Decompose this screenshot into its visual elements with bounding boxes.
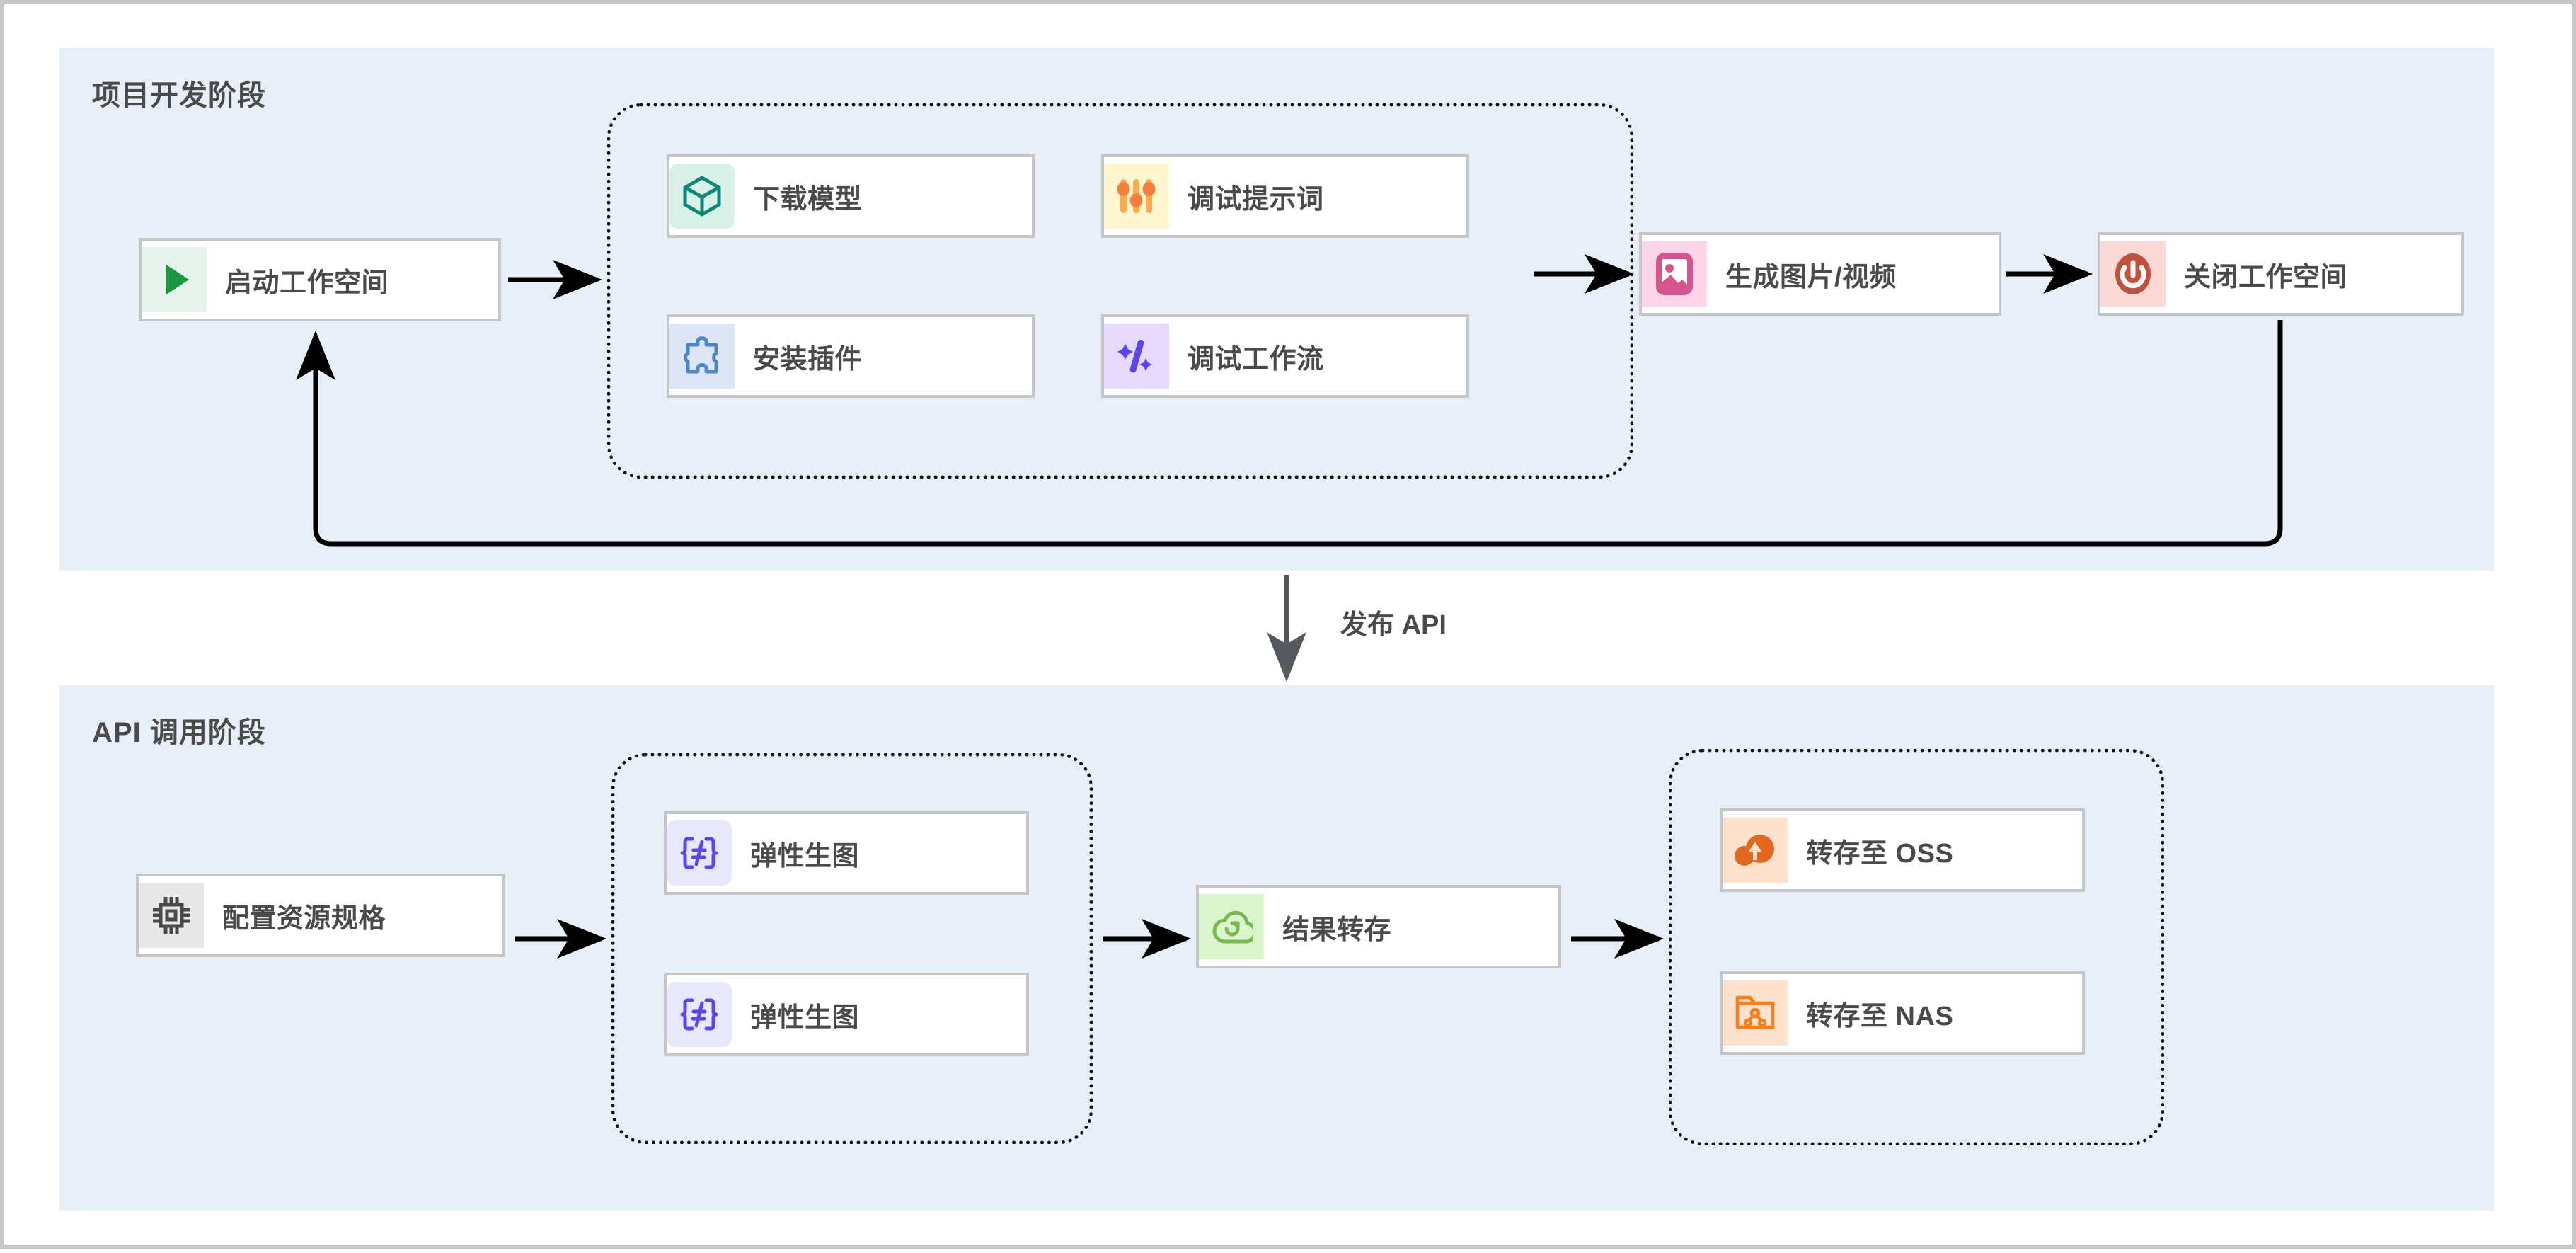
folder-share-icon <box>1723 980 1788 1046</box>
connectors-api <box>515 919 1664 959</box>
edge-label-publish-api: 发布 API <box>1340 610 1447 640</box>
connectors-development <box>296 254 2283 547</box>
node-label: 启动工作空间 <box>225 268 389 298</box>
node-icon-wrap <box>1642 235 1707 313</box>
node-icon-wrap <box>1199 888 1264 966</box>
image-icon <box>1642 241 1707 307</box>
node-label: 弹性生图 <box>750 841 860 871</box>
node-result-transfer[interactable]: 结果转存 <box>1196 885 1561 968</box>
node-install-plugin[interactable]: 安装插件 <box>667 314 1035 398</box>
node-save-to-nas[interactable]: 转存至 NAS <box>1720 971 2085 1055</box>
puzzle-icon <box>669 324 735 389</box>
cloud-sync-icon <box>1199 894 1264 959</box>
cube-icon <box>669 164 735 229</box>
node-label: 转存至 OSS <box>1806 838 1954 869</box>
sliders-icon <box>1104 164 1169 229</box>
node-label: 转存至 NAS <box>1806 1001 1954 1031</box>
node-debug-prompt[interactable]: 调试提示词 <box>1101 154 1469 238</box>
node-elastic-generation-1[interactable]: 弹性生图 <box>664 811 1029 895</box>
node-config-resource-spec[interactable]: 配置资源规格 <box>136 874 505 957</box>
api-storage-group <box>1669 749 2164 1145</box>
node-icon-wrap <box>1104 317 1169 395</box>
node-icon-wrap <box>667 975 732 1053</box>
cloud-upload-icon <box>1723 818 1788 883</box>
node-debug-workflow[interactable]: 调试工作流 <box>1101 314 1469 398</box>
node-start-workspace[interactable]: 启动工作空间 <box>139 238 501 321</box>
node-icon-wrap <box>139 876 204 954</box>
section-title-api: API 调用阶段 <box>92 717 266 748</box>
node-icon-wrap <box>667 814 732 892</box>
node-label: 生成图片/视频 <box>1725 262 1897 292</box>
node-icon-wrap <box>669 157 735 235</box>
node-label: 调试工作流 <box>1188 344 1324 374</box>
node-label: 弹性生图 <box>750 1002 860 1033</box>
section-title-development: 项目开发阶段 <box>92 80 266 111</box>
node-close-workspace[interactable]: 关闭工作空间 <box>2098 232 2464 316</box>
node-icon-wrap <box>669 317 735 395</box>
chip-icon <box>139 883 204 948</box>
api-generation-group <box>611 753 1093 1144</box>
connector-publish-api <box>1267 575 1306 682</box>
node-elastic-generation-2[interactable]: 弹性生图 <box>664 973 1029 1056</box>
node-label: 下载模型 <box>753 184 863 214</box>
function-braces-icon <box>667 820 732 886</box>
node-icon-wrap <box>2100 235 2166 313</box>
play-icon <box>142 247 207 312</box>
node-icon-wrap <box>1723 974 1788 1052</box>
function-braces-icon <box>667 982 732 1047</box>
node-icon-wrap <box>1723 811 1788 889</box>
node-icon-wrap <box>1104 157 1169 235</box>
node-save-to-oss[interactable]: 转存至 OSS <box>1720 808 2085 892</box>
sparkle-slash-icon <box>1104 324 1169 389</box>
node-label: 安装插件 <box>753 344 863 374</box>
node-label: 配置资源规格 <box>222 903 386 934</box>
power-icon <box>2100 241 2166 307</box>
node-generate-media[interactable]: 生成图片/视频 <box>1639 232 2001 316</box>
node-icon-wrap <box>142 241 207 319</box>
node-label: 关闭工作空间 <box>2184 262 2348 292</box>
node-label: 结果转存 <box>1282 915 1392 945</box>
node-label: 调试提示词 <box>1188 184 1324 214</box>
node-download-model[interactable]: 下载模型 <box>667 154 1035 238</box>
